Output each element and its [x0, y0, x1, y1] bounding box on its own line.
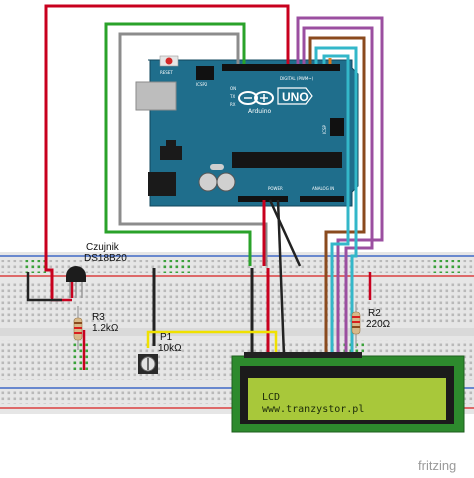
arduino-logo-text: Arduino [248, 108, 272, 115]
wire-red-data [44, 4, 290, 298]
lcd-line-1: LCD [262, 392, 280, 403]
atmega-chip [232, 152, 342, 168]
arduino-uno-board: RESET ICSP2 DIGITAL (PWM~) TX RX ON Ardu… [135, 55, 359, 207]
digital-label: DIGITAL (PWM~) [280, 76, 314, 81]
wire-black-2 [276, 199, 286, 357]
capacitor-2 [216, 172, 236, 192]
wires [26, 4, 384, 370]
icsp2-header [196, 66, 214, 80]
wire-brown [308, 36, 366, 356]
wire-gray [118, 32, 268, 266]
uno-label: UNO [282, 90, 309, 104]
rx-label: RX [230, 102, 236, 107]
lcd-module [231, 352, 465, 433]
icsp-label: ICSP [322, 124, 327, 134]
wire-purple-2 [302, 26, 374, 356]
fritzing-brand-text: fritzing [418, 458, 456, 473]
analog-header [300, 196, 344, 202]
digital-header [222, 64, 340, 71]
wire-black-gnd [268, 199, 302, 267]
sensor-label-name: Czujnik [86, 242, 120, 253]
analog-label: ANALOG IN [312, 186, 334, 191]
wire-yellow-contrast [146, 330, 278, 356]
wire-cyan-1 [314, 46, 358, 356]
r3-value-label: 1.2kΩ [92, 323, 119, 334]
lcd-line-2: www.tranzystor.pl [262, 404, 364, 415]
p1-value-label: 10kΩ [158, 343, 182, 354]
arduino-logo-icon [238, 91, 274, 105]
resistor-r2 [351, 302, 361, 348]
r3-name-label: R3 [92, 312, 105, 323]
wire-cyan-2 [322, 54, 350, 356]
r2-value-label: 220Ω [366, 319, 391, 330]
reset-label: RESET [160, 70, 173, 75]
icsp2-label: ICSP2 [196, 82, 208, 87]
capacitor-1 [198, 172, 218, 192]
sensor-label-model: DS18B20 [84, 253, 127, 264]
icsp-header [330, 118, 344, 136]
potentiometer-p1 [138, 354, 158, 374]
power-header [238, 196, 288, 202]
tx-label: TX [229, 94, 235, 99]
power-label: POWER [268, 186, 283, 191]
lcd-screen [248, 378, 446, 420]
usb-port [135, 81, 177, 111]
on-label: ON [230, 86, 236, 91]
r2-name-label: R2 [368, 308, 381, 319]
wire-purple-1 [296, 16, 384, 356]
wire-green [104, 22, 252, 266]
power-jack [148, 172, 176, 196]
resistor-r3 [73, 306, 83, 350]
ds18b20-sensor [66, 266, 86, 298]
p1-name-label: P1 [160, 332, 173, 343]
